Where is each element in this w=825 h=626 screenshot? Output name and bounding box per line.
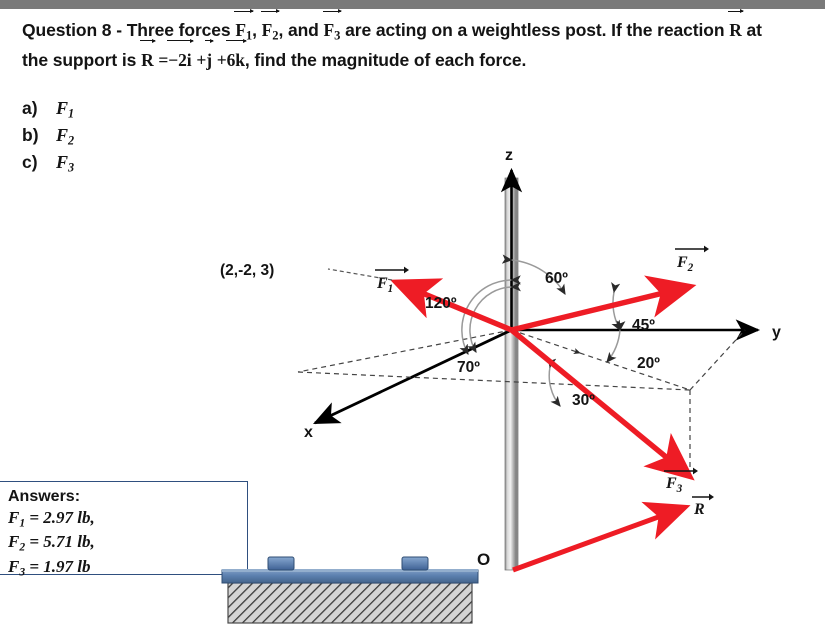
question-body-3: find the magnitude of each force. <box>254 49 527 70</box>
angle-arc-70 <box>467 282 521 354</box>
force-vectors <box>390 275 697 573</box>
answer-line-f3: F3 = 1.97 lb <box>8 556 91 578</box>
equation-plus-2: + <box>216 49 227 70</box>
question-body-2: at the support is <box>22 20 762 70</box>
angle-arcs <box>459 254 626 407</box>
r-diagram-label: R <box>692 493 714 518</box>
x-axis-line <box>312 328 513 425</box>
choice-letter-c: c) <box>22 152 38 173</box>
comma-2: , and <box>278 20 319 40</box>
projection-line-y-to-corner <box>689 329 746 391</box>
choice-item-b: b) F2 <box>22 123 74 150</box>
point-leader-line <box>327 268 393 281</box>
bolt-cap-left <box>267 556 295 571</box>
f2-vector-symbol: F2 <box>260 9 281 46</box>
choice-letter-a: a) <box>22 98 38 118</box>
svg-text:F1: F1 <box>376 275 393 295</box>
choice-item-a: a) F1 <box>22 96 74 123</box>
z-axis-label: z <box>505 147 513 164</box>
y-axis-label: y <box>772 324 781 341</box>
svg-text:F2: F2 <box>676 254 694 274</box>
question-text: Question 8 - Three forces F1, F2, and F3… <box>22 9 782 74</box>
angle-arc-45 <box>611 282 621 332</box>
answer-line-f2: F2 = 5.71 lb, <box>8 532 95 554</box>
question-separator: - <box>116 20 122 40</box>
question-intro: Three forces <box>126 20 231 40</box>
angle-label-30: 30º <box>572 392 595 409</box>
f3-vector-symbol: F3 <box>322 9 343 46</box>
choice-value-a: F1 <box>56 98 75 121</box>
diagram-labels: (2,-2, 3) F1 F2 F3 R O 120º 60º <box>220 245 714 569</box>
f1-vector-arrow <box>390 278 513 333</box>
point-coordinates-label: (2,-2, 3) <box>220 262 274 279</box>
equation-equals: = <box>158 49 169 70</box>
angle-label-120: 120º <box>425 295 457 312</box>
equation-plus-1: + <box>196 49 207 70</box>
post-structure <box>221 177 519 624</box>
choice-value-c: F3 <box>56 152 75 175</box>
origin-label: O <box>477 550 490 569</box>
choice-value-b: F2 <box>56 125 75 148</box>
f1-diagram-label: F1 <box>375 266 409 295</box>
choice-list: a) F1 b) F2 c) F3 <box>22 96 74 177</box>
choice-letter-b: b) <box>22 125 39 146</box>
r-vector-arrow <box>512 501 691 573</box>
angle-label-45: 45º <box>632 317 655 334</box>
question-number: Question 8 <box>22 20 112 40</box>
f3-vector-arrow <box>509 327 695 481</box>
f2-vector-arrow <box>510 275 697 333</box>
top-gray-bar <box>0 0 825 9</box>
coordinate-axes: z y x <box>304 147 781 441</box>
choice-item-c: c) F3 <box>22 150 74 177</box>
angle-arc-30 <box>547 357 561 407</box>
angle-label-70: 70º <box>457 359 480 376</box>
force-diagram: z y x <box>180 140 825 626</box>
projection-lines <box>297 329 746 478</box>
angle-arc-20 <box>606 320 626 363</box>
bolt-cap-right <box>401 556 429 571</box>
f3-diagram-label: F3 <box>664 467 698 495</box>
comma-1: , <box>252 20 257 40</box>
foundation-block <box>227 582 473 624</box>
f2-diagram-label: F2 <box>675 245 709 274</box>
f1-vector-symbol: F1 <box>234 9 254 46</box>
svg-text:R: R <box>693 501 705 518</box>
angle-label-20: 20º <box>637 355 660 372</box>
answers-title: Answers: <box>8 488 81 505</box>
angle-label-60: 60º <box>545 270 568 287</box>
answers-box: Answers: F1 = 2.97 lb, F2 = 5.71 lb, F3 … <box>0 481 248 578</box>
r-vector-symbol-2: R <box>140 39 156 74</box>
svg-text:F3: F3 <box>665 475 683 495</box>
equation-j-term: j <box>205 39 214 74</box>
projection-line-diagonal-right <box>511 329 691 391</box>
x-axis-label: x <box>304 424 313 441</box>
projection-line-to-corner <box>297 371 691 391</box>
angle-arc-60 <box>501 254 566 296</box>
answer-line-f1: F1 = 2.97 lb, <box>8 508 95 530</box>
equation-k-term: 6k <box>225 39 248 74</box>
question-body-1: are acting on a weightless post. If the … <box>345 20 725 40</box>
r-vector-symbol-1: R <box>728 9 744 44</box>
base-plate-top-edge <box>222 569 478 572</box>
equation-i-term: −2i <box>167 39 194 74</box>
equation-tail: , <box>244 49 250 70</box>
